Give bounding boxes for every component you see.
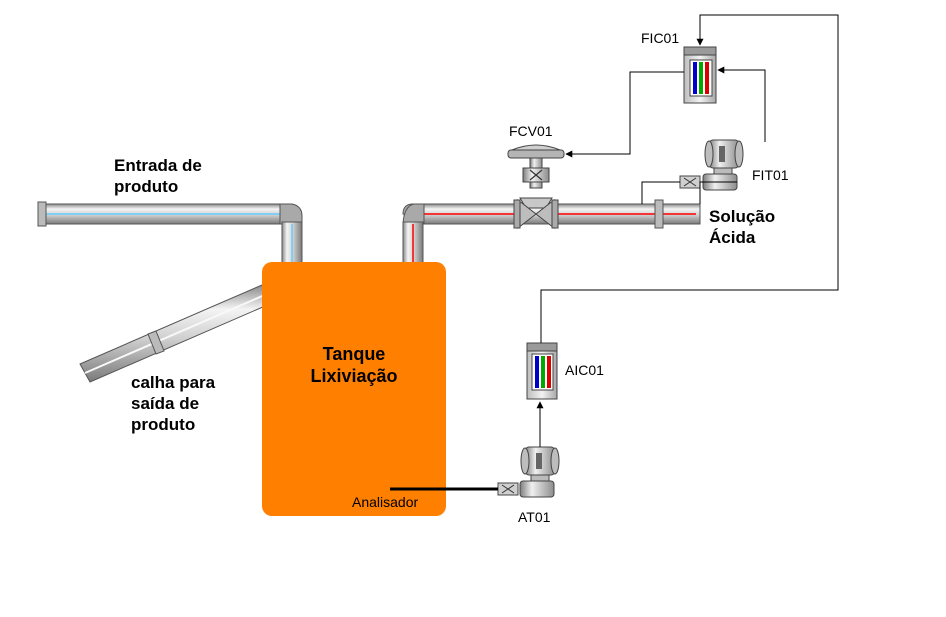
analyzer-controller-aic01 <box>526 342 558 400</box>
at01-tag: AT01 <box>518 509 551 525</box>
outlet-label: calha para saída de produto <box>131 373 216 434</box>
fcv01-tag: FCV01 <box>509 123 553 139</box>
flow-controller-fic01 <box>683 46 717 104</box>
acid-pipe <box>402 199 701 265</box>
tank-label: Tanque Lixiviação <box>310 344 398 386</box>
flow-transmitter-fit01 <box>641 139 744 204</box>
outlet-chute <box>79 284 273 383</box>
leaching-tank <box>262 262 446 516</box>
acid-label: Solução Ácida <box>709 207 776 247</box>
analyzer-transmitter-at01 <box>497 446 560 498</box>
aic01-tag: AIC01 <box>565 362 604 378</box>
control-valve-fcv01 <box>507 144 565 230</box>
fic01-tag: FIC01 <box>641 30 680 46</box>
analyzer-label: Analisador <box>352 494 419 510</box>
inlet-pipe <box>37 201 303 265</box>
fit01-tag: FIT01 <box>752 167 789 183</box>
signal-lines <box>536 14 839 447</box>
inlet-label: Entrada de produto <box>114 156 202 196</box>
